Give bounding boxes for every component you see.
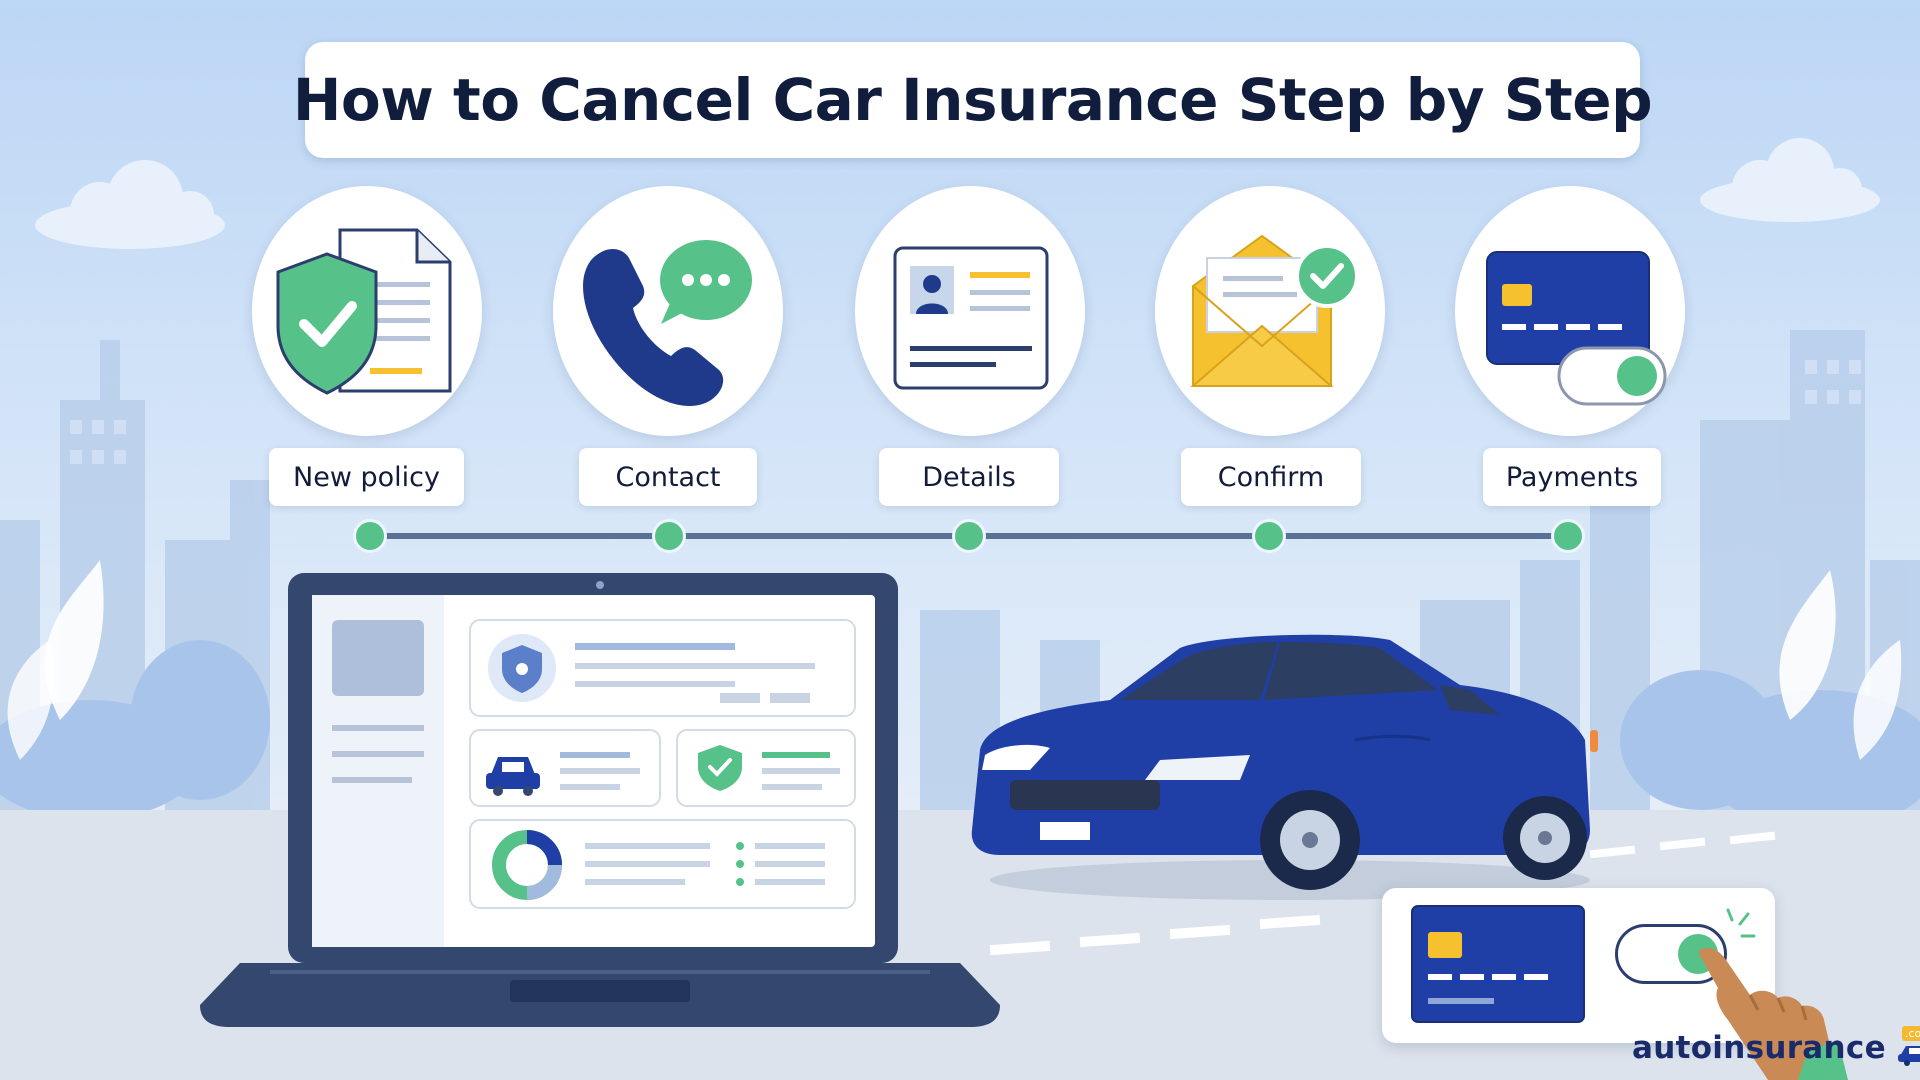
timeline-dot bbox=[652, 519, 686, 553]
laptop-illustration bbox=[200, 573, 1000, 1027]
id-card-icon bbox=[893, 246, 1049, 390]
timeline-dot bbox=[353, 519, 387, 553]
step-label: Payments bbox=[1483, 448, 1661, 506]
title-banner: How to Cancel Car Insurance Step by Step bbox=[293, 42, 1653, 158]
step-label: Contact bbox=[579, 448, 757, 506]
credit-card-icon bbox=[1411, 905, 1585, 1023]
timeline-dot bbox=[1551, 519, 1585, 553]
pointing-hand-icon bbox=[1698, 947, 1848, 1080]
phone-chat-icon bbox=[583, 240, 752, 406]
timeline-dot bbox=[952, 519, 986, 553]
credit-card-toggle-icon bbox=[1486, 251, 1667, 406]
page-title: How to Cancel Car Insurance Step by Step bbox=[292, 66, 1653, 134]
brand-logo: autoinsurance .com bbox=[1632, 1026, 1920, 1070]
step-confirm[interactable]: Confirm bbox=[1155, 186, 1385, 516]
car-illustration bbox=[971, 634, 1598, 900]
brand-tld: .com bbox=[1901, 1026, 1920, 1041]
step-circle bbox=[855, 186, 1085, 436]
brand-name: autoinsurance bbox=[1632, 1030, 1886, 1066]
step-circle bbox=[553, 186, 783, 436]
step-label: New policy bbox=[269, 448, 464, 506]
step-payments[interactable]: Payments bbox=[1455, 186, 1685, 516]
step-circle bbox=[252, 186, 482, 436]
step-label: Confirm bbox=[1181, 448, 1361, 506]
step-circle bbox=[1455, 186, 1685, 436]
step-contact[interactable]: Contact bbox=[553, 186, 783, 516]
click-sparkle-icon bbox=[1726, 908, 1756, 938]
timeline-dot bbox=[1252, 519, 1286, 553]
step-label: Details bbox=[879, 448, 1059, 506]
step-circle bbox=[1155, 186, 1385, 436]
logo-car-icon bbox=[1897, 1046, 1920, 1066]
email-check-icon bbox=[1190, 234, 1359, 387]
step-new-policy[interactable]: New policy bbox=[252, 186, 482, 516]
shield-document-icon bbox=[276, 228, 452, 395]
step-details[interactable]: Details bbox=[855, 186, 1085, 516]
